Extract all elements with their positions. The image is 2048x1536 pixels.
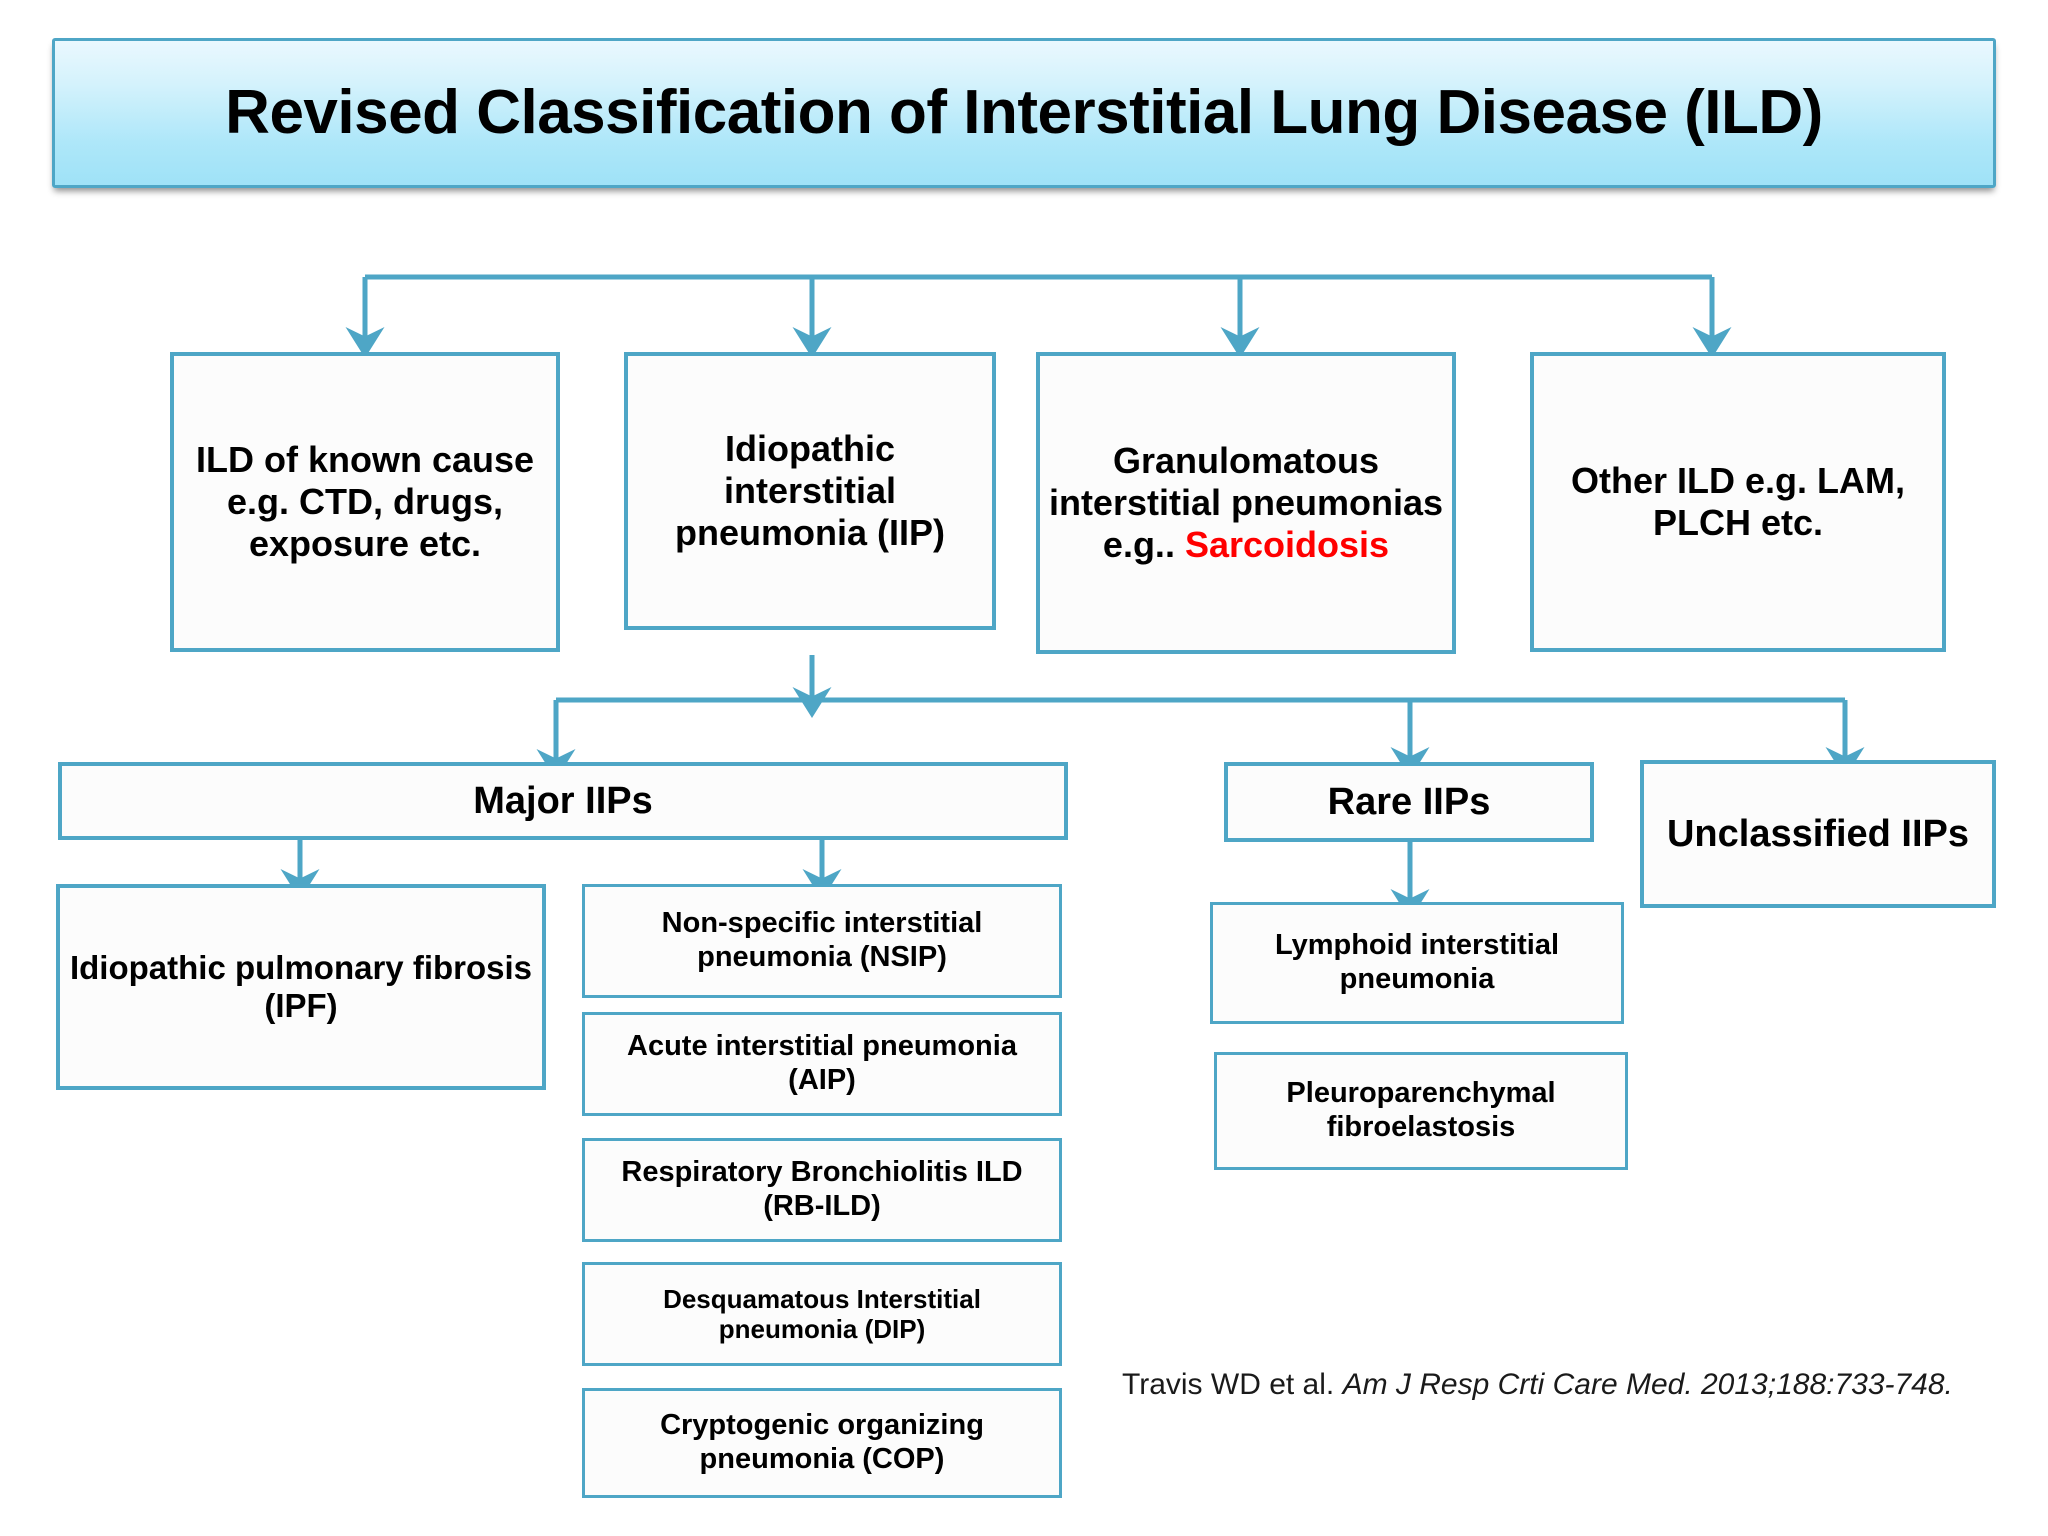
box-label: Respiratory Bronchiolitis ILD (RB-ILD) xyxy=(621,1156,1023,1222)
box-dip[interactable]: Desquamatous Interstitial pneumonia (DIP… xyxy=(582,1262,1062,1366)
box-label: Desquamatous Interstitial pneumonia (DIP… xyxy=(663,1283,981,1344)
box-label: Unclassified IIPs xyxy=(1666,812,1969,855)
citation-journal: Am J Resp Crti Care Med. 2013;188:733-74… xyxy=(1342,1368,1953,1401)
box-ild-known-cause[interactable]: ILD of known cause e.g. CTD, drugs, expo… xyxy=(170,352,560,652)
box-idiopathic-interstitial-pneumonia[interactable]: Idiopathic interstitial pneumonia (IIP) xyxy=(624,352,996,630)
box-lymphoid-interstitial-pneumonia[interactable]: Lymphoid interstitial pneumonia xyxy=(1210,902,1624,1024)
box-label: Other ILD e.g. LAM, PLCH etc. xyxy=(1570,460,1905,543)
page-title: Revised Classification of Interstitial L… xyxy=(225,78,1823,148)
box-nsip[interactable]: Non-specific interstitial pneumonia (NSI… xyxy=(582,884,1062,998)
box-other-ild[interactable]: Other ILD e.g. LAM, PLCH etc. xyxy=(1530,352,1946,652)
page-title-banner: Revised Classification of Interstitial L… xyxy=(52,38,1996,188)
box-pleuroparenchymal-fibroelastosis[interactable]: Pleuroparenchymal fibroelastosis xyxy=(1214,1052,1628,1170)
box-label: ILD of known cause e.g. CTD, drugs, expo… xyxy=(195,439,535,564)
box-idiopathic-pulmonary-fibrosis[interactable]: Idiopathic pulmonary fibrosis (IPF) xyxy=(56,884,546,1090)
box-granulomatous-interstitial-pneumonias[interactable]: Granulomatous interstitial pneumonias e.… xyxy=(1036,352,1456,654)
box-label: Acute interstitial pneumonia (AIP) xyxy=(627,1030,1017,1096)
box-rare-iips[interactable]: Rare IIPs xyxy=(1224,762,1594,842)
box-label: Idiopathic interstitial pneumonia (IIP) xyxy=(675,428,945,553)
citation: Travis WD et al. Am J Resp Crti Care Med… xyxy=(1122,1368,1953,1402)
box-label: Major IIPs xyxy=(473,779,653,822)
box-cop[interactable]: Cryptogenic organizing pneumonia (COP) xyxy=(582,1388,1062,1498)
box-label-prefix: Granulomatous interstitial pneumonias e.… xyxy=(1048,440,1444,565)
box-label: Non-specific interstitial pneumonia (NSI… xyxy=(661,907,983,973)
box-label: Cryptogenic organizing pneumonia (COP) xyxy=(660,1409,984,1475)
box-label: Idiopathic pulmonary fibrosis (IPF) xyxy=(69,948,533,1024)
box-label: Granulomatous interstitial pneumonias e.… xyxy=(1046,440,1446,565)
box-rb-ild[interactable]: Respiratory Bronchiolitis ILD (RB-ILD) xyxy=(582,1138,1062,1242)
citation-authors: Travis WD et al. xyxy=(1122,1368,1343,1401)
box-major-iips[interactable]: Major IIPs xyxy=(58,762,1068,840)
box-aip[interactable]: Acute interstitial pneumonia (AIP) xyxy=(582,1012,1062,1116)
box-label-punct: . xyxy=(1164,523,1175,565)
box-label: Lymphoid interstitial pneumonia xyxy=(1274,929,1560,995)
box-label-accent-sarcoidosis: Sarcoidosis xyxy=(1184,523,1390,565)
box-unclassified-iips[interactable]: Unclassified IIPs xyxy=(1640,760,1996,908)
box-label: Rare IIPs xyxy=(1327,780,1491,823)
box-label: Pleuroparenchymal fibroelastosis xyxy=(1286,1077,1556,1143)
